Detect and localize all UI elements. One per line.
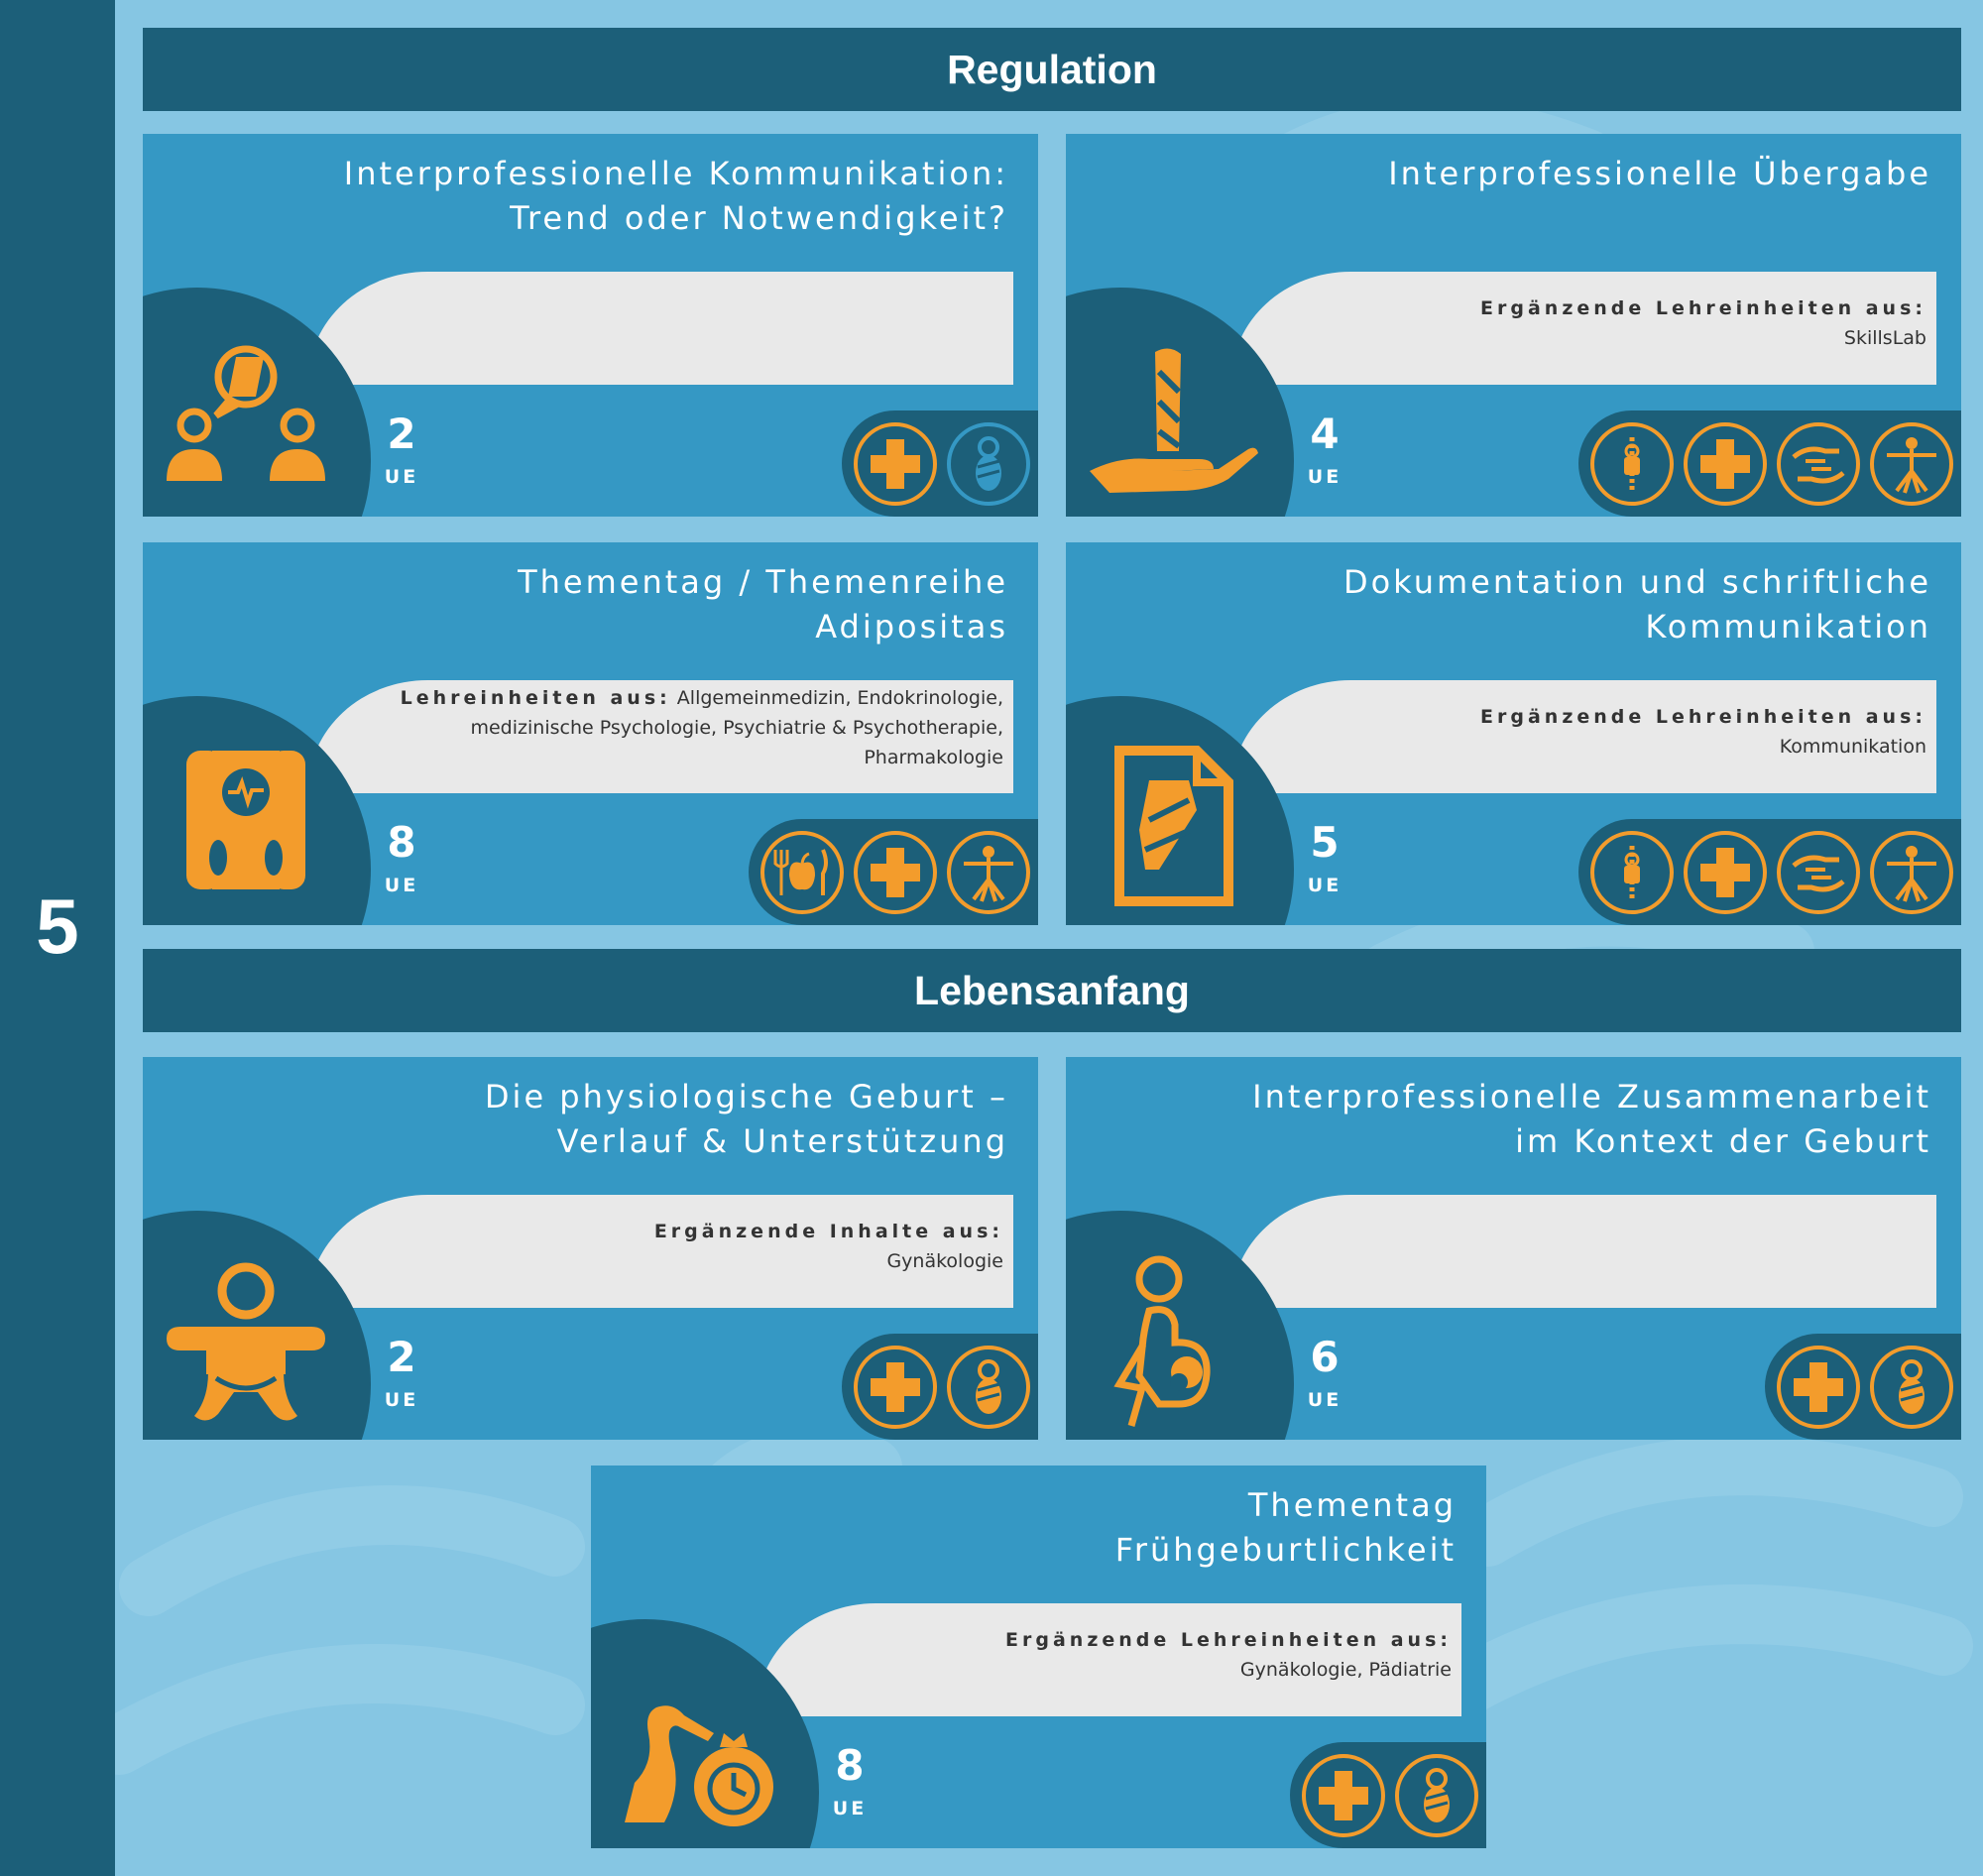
- ue-unit: UE: [384, 466, 419, 488]
- ue-unit: UE: [1307, 875, 1342, 896]
- ue-unit: UE: [384, 875, 419, 896]
- card-title: Interprofessionelle Übergabe: [1388, 155, 1931, 192]
- zipper-icon: [1590, 421, 1674, 506]
- course-card-fruehgeburtlichkeit[interactable]: Thementag Frühgeburtlichkeit Ergänzende …: [591, 1466, 1486, 1848]
- discipline-badges: [1578, 819, 1961, 925]
- ue-unit: UE: [384, 1389, 419, 1411]
- course-card-interprofessionelle-kommunikation[interactable]: Interprofessionelle Kommunikation: Trend…: [143, 134, 1038, 517]
- discipline-badges: [1578, 410, 1961, 517]
- info-box: Ergänzende Inhalte aus: Gynäkologie: [308, 1195, 1013, 1308]
- stork-clock-icon: [625, 1705, 773, 1826]
- communication-people-icon: [167, 345, 325, 481]
- medical-cross-icon: [1777, 1345, 1860, 1429]
- ue-unit: UE: [1307, 1389, 1342, 1411]
- info-label: Lehreinheiten aus:: [400, 687, 671, 709]
- medical-cross-icon: [854, 1345, 937, 1429]
- course-card-dokumentation[interactable]: Dokumentation und schriftliche Kommunika…: [1066, 542, 1961, 925]
- medical-cross-icon: [1684, 830, 1767, 914]
- ue-count: 6: [1310, 1333, 1340, 1381]
- swaddled-baby-icon: [1395, 1753, 1478, 1837]
- discipline-badges: [749, 819, 1038, 925]
- discipline-badges: [1765, 1334, 1961, 1440]
- medical-cross-icon: [854, 421, 937, 506]
- vitruvian-man-icon: [1870, 421, 1953, 506]
- swaddled-baby-icon: [947, 1345, 1030, 1429]
- info-label: Ergänzende Lehreinheiten aus:: [1480, 706, 1926, 728]
- discipline-badges: [842, 1334, 1038, 1440]
- course-card-physiologische-geburt[interactable]: Die physiologische Geburt – Verlauf & Un…: [143, 1057, 1038, 1440]
- ue-count: 4: [1310, 410, 1340, 458]
- info-sources: SkillsLab: [1843, 327, 1926, 349]
- info-box: [308, 272, 1013, 385]
- info-label: Ergänzende Inhalte aus:: [653, 1221, 1003, 1242]
- card-title: Thementag Frühgeburtlichkeit: [1114, 1486, 1457, 1569]
- vitruvian-man-icon: [947, 830, 1030, 914]
- nutrition-apple-icon: [760, 830, 844, 914]
- card-title: Thementag / Themenreihe Adipositas: [518, 563, 1008, 645]
- medical-cross-icon: [1684, 421, 1767, 506]
- zipper-icon: [1590, 830, 1674, 914]
- info-box: Ergänzende Lehreinheiten aus: Gynäkologi…: [757, 1603, 1461, 1716]
- info-box: Ergänzende Lehreinheiten aus: Kommunikat…: [1231, 680, 1936, 793]
- discipline-badges: [1290, 1742, 1486, 1848]
- helping-hands-icon: [1777, 421, 1860, 506]
- ue-unit: UE: [1307, 466, 1342, 488]
- body-scale-icon: [186, 751, 305, 889]
- info-box: Ergänzende Lehreinheiten aus: SkillsLab: [1231, 272, 1936, 385]
- info-sources: Kommunikation: [1779, 736, 1926, 758]
- ue-unit: UE: [832, 1798, 868, 1819]
- course-card-interprofessionelle-uebergabe[interactable]: Interprofessionelle Übergabe Ergänzende …: [1066, 134, 1961, 517]
- pregnant-woman-icon: [1113, 1255, 1211, 1427]
- course-card-zusammenarbeit-geburt[interactable]: Interprofessionelle Zusammenarbeit im Ko…: [1066, 1057, 1961, 1440]
- baby-icon: [167, 1262, 325, 1421]
- document-icon: [1114, 746, 1233, 906]
- card-title: Die physiologische Geburt – Verlauf & Un…: [484, 1078, 1008, 1160]
- hand-handover-icon: [1090, 348, 1258, 493]
- ue-count: 8: [835, 1741, 865, 1790]
- card-title: Interprofessionelle Kommunikation: Trend…: [343, 155, 1008, 237]
- module-sidebar: [0, 0, 115, 1876]
- info-label: Ergänzende Lehreinheiten aus:: [1480, 297, 1926, 319]
- swaddled-baby-icon: [1870, 1345, 1953, 1429]
- section-header-lebensanfang: Lebensanfang: [143, 949, 1961, 1032]
- info-box: Lehreinheiten aus: Allgemeinmedizin, End…: [308, 680, 1013, 793]
- info-sources: Gynäkologie: [886, 1250, 1003, 1272]
- discipline-badges: [842, 410, 1038, 517]
- vitruvian-man-icon: [1870, 830, 1953, 914]
- info-box: [1231, 1195, 1936, 1308]
- ue-count: 5: [1310, 818, 1340, 867]
- module-number: 5: [36, 882, 79, 970]
- info-sources: Gynäkologie, Pädiatrie: [1239, 1659, 1452, 1681]
- info-sources: Allgemeinmedizin, Endokrinologie, medizi…: [470, 687, 1003, 768]
- ue-count: 2: [387, 410, 416, 458]
- course-card-adipositas[interactable]: Thementag / Themenreihe Adipositas Lehre…: [143, 542, 1038, 925]
- swaddled-baby-icon: [947, 421, 1030, 506]
- ue-count: 8: [387, 818, 416, 867]
- section-header-regulation: Regulation: [143, 28, 1961, 111]
- ue-count: 2: [387, 1333, 416, 1381]
- medical-cross-icon: [854, 830, 937, 914]
- card-title: Dokumentation und schriftliche Kommunika…: [1342, 563, 1931, 645]
- medical-cross-icon: [1302, 1753, 1385, 1837]
- info-label: Ergänzende Lehreinheiten aus:: [1005, 1629, 1452, 1651]
- helping-hands-icon: [1777, 830, 1860, 914]
- card-title: Interprofessionelle Zusammenarbeit im Ko…: [1252, 1078, 1931, 1160]
